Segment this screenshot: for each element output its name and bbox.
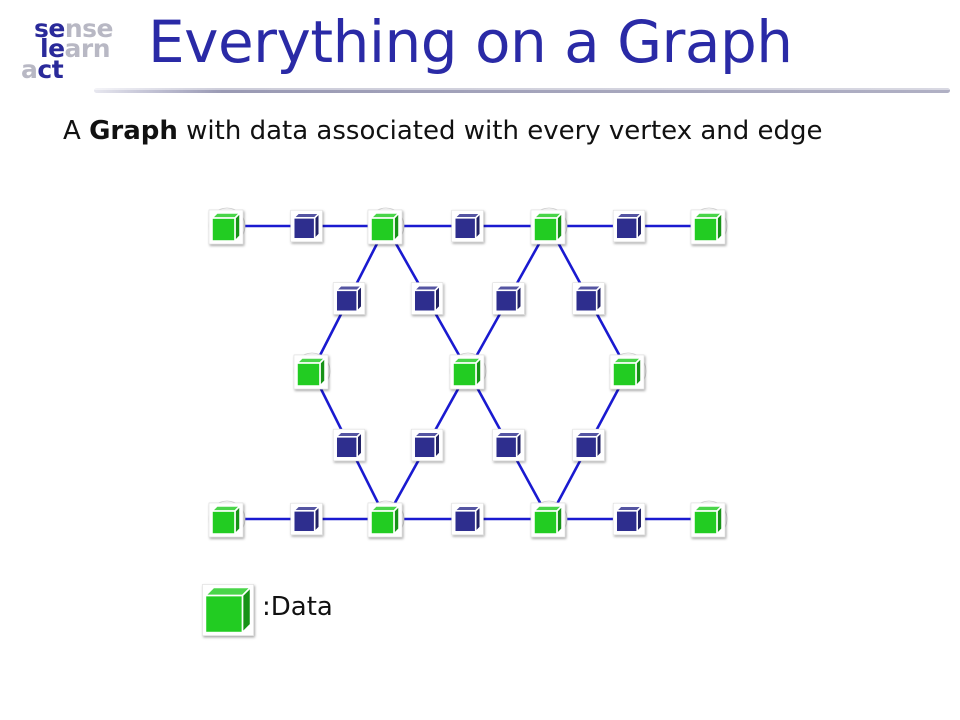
edge-data-cube-icon (290, 209, 323, 243)
edge-data-cube-icon (612, 209, 646, 243)
sense-learn-act-logo: sense learn act (20, 14, 140, 86)
logo-line-1: sense (34, 16, 113, 41)
logo-line-3: act (21, 55, 64, 84)
slide-subtitle: A Graph with data associated with every … (63, 116, 823, 146)
edge-data-cube-icon (332, 428, 366, 462)
logo-line-2: learn (40, 34, 111, 63)
vertex-data-cube-icon (530, 502, 566, 538)
edge-data-cube-icon (572, 428, 605, 462)
logo-line-2-dark: le (40, 34, 65, 63)
slide-title: Everything on a Graph (148, 8, 793, 76)
legend (202, 584, 254, 636)
cubes-layer (208, 209, 726, 538)
edge-data-cube-icon (451, 209, 484, 243)
edge-data-cube-icon (492, 428, 525, 462)
vertex-data-cube-icon (530, 209, 566, 245)
vertex-data-cube-icon (367, 209, 403, 245)
vertex-data-cube-icon (690, 209, 726, 245)
edge-data-cube-icon (332, 282, 366, 315)
logo-line-3-light: a (21, 55, 38, 84)
edge-data-cube-icon (572, 282, 605, 315)
logo-line-2-light: arn (64, 34, 111, 63)
logo-line-1-light: nse (64, 14, 114, 43)
edge-data-cube-icon (410, 282, 444, 315)
edge-data-cube-icon (451, 502, 484, 536)
legend-label: :Data (262, 592, 333, 622)
vertex-data-cube-icon (609, 354, 645, 390)
edge-data-cube-icon (290, 502, 323, 536)
subtitle-prefix: A (63, 116, 90, 146)
logo-line-3-dark: ct (37, 55, 64, 84)
vertex-data-cube-icon (293, 354, 329, 390)
vertex-data-cube-icon (367, 502, 403, 538)
edge-data-cube-icon (410, 428, 444, 462)
title-underline (94, 88, 950, 93)
edge-data-cube-icon (492, 282, 525, 315)
subtitle-bold-word: Graph (89, 116, 178, 146)
vertex-data-cube-icon (208, 209, 244, 245)
green-data-cube-icon (202, 584, 254, 636)
subtitle-suffix: with data associated with every vertex a… (177, 116, 823, 146)
edge-data-cube-icon (612, 502, 646, 536)
vertex-data-cube-icon (208, 502, 244, 538)
vertex-data-cube-icon (690, 502, 726, 538)
logo-line-1-dark: se (34, 14, 65, 43)
vertex-data-cube-icon (449, 354, 485, 390)
